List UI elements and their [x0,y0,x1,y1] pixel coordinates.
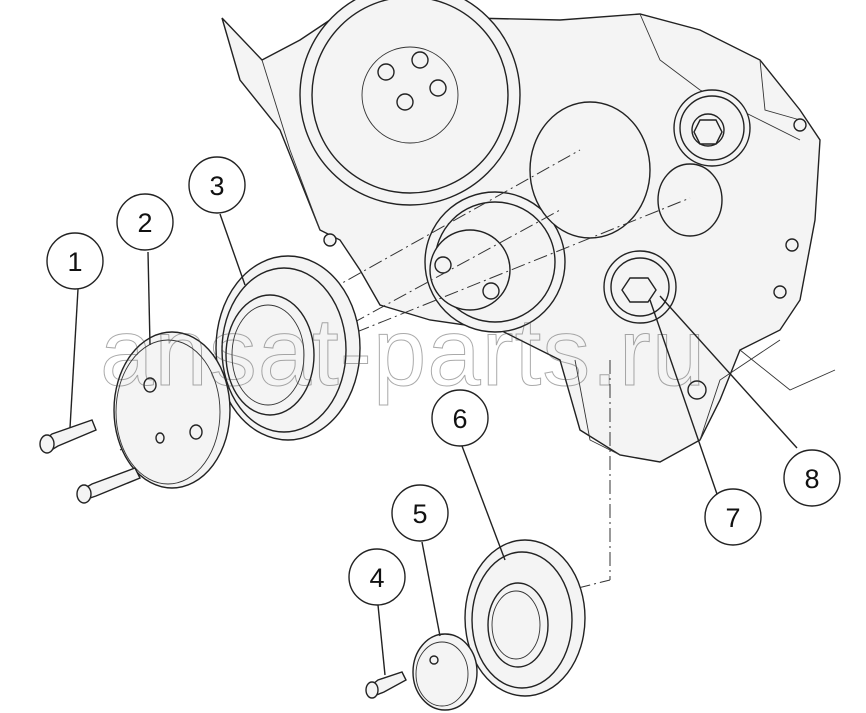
part-4-bolt [365,671,407,699]
callout-3: 3 [188,156,246,214]
callout-8: 8 [783,449,841,507]
watermark-text: ansat-parts.ru [100,299,706,406]
flywheel-gear [299,0,521,206]
callout-label: 4 [369,563,384,593]
callout-label: 3 [209,171,224,201]
cam-drive-gear [424,191,566,333]
housing-boss [529,101,723,239]
callout-label: 8 [804,464,819,494]
callout-2: 2 [116,193,174,251]
callout-6: 6 [431,389,489,447]
callout-label: 2 [137,208,152,238]
callout-leaders [69,213,798,676]
callout-label: 7 [725,503,740,533]
part-6-gear [464,539,586,697]
small-pump-gear [603,250,677,324]
part-1-bolts [39,419,141,504]
callout-label: 1 [67,247,82,277]
callout-label: 5 [412,499,427,529]
callout-label: 6 [452,404,467,434]
upper-idler-gear [673,89,751,167]
part-2-plate [113,331,231,489]
callout-5: 5 [391,484,449,542]
part-3-gear [215,255,361,441]
callout-7: 7 [704,488,762,546]
part-5-washer [412,633,478,711]
callout-4: 4 [348,548,406,606]
callout-1: 1 [46,232,104,290]
